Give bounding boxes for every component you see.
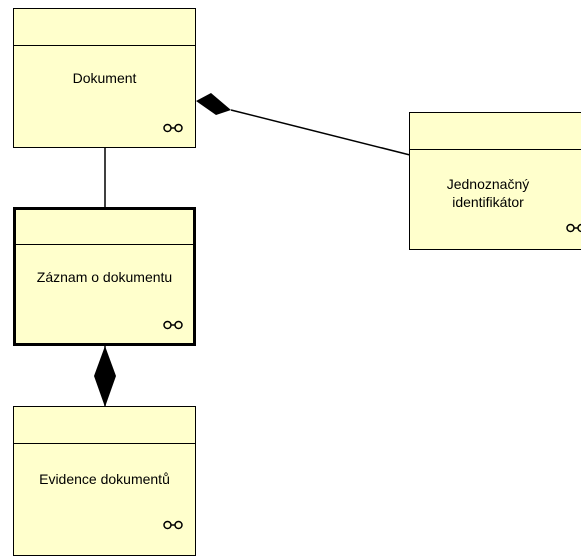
node-header	[410, 113, 581, 150]
glasses-icon	[163, 320, 183, 330]
glasses-icon	[566, 223, 581, 233]
node-header	[16, 210, 193, 245]
node-zaznam-o-dokumentu[interactable]: Záznam o dokumentu	[13, 207, 196, 346]
node-label: Dokument	[72, 70, 137, 86]
node-evidence-dokumentu[interactable]: Evidence dokumentů	[13, 406, 196, 556]
node-label: Záznam o dokumentu	[36, 269, 173, 285]
node-header	[14, 407, 195, 444]
node-header	[14, 9, 195, 46]
node-label: Jednoznačný identifikátor	[446, 176, 530, 210]
node-dokument[interactable]: Dokument	[13, 8, 196, 148]
node-label: Evidence dokumentů	[39, 471, 170, 487]
composition-diamond-icon	[196, 93, 231, 115]
composition-diamond-icon	[94, 346, 116, 407]
edge-dokument-identifikator[interactable]	[230, 109, 411, 156]
glasses-icon	[163, 520, 183, 530]
node-jednoznacny-identifikator[interactable]: Jednoznačný identifikátor	[409, 112, 581, 250]
glasses-icon	[163, 123, 183, 133]
